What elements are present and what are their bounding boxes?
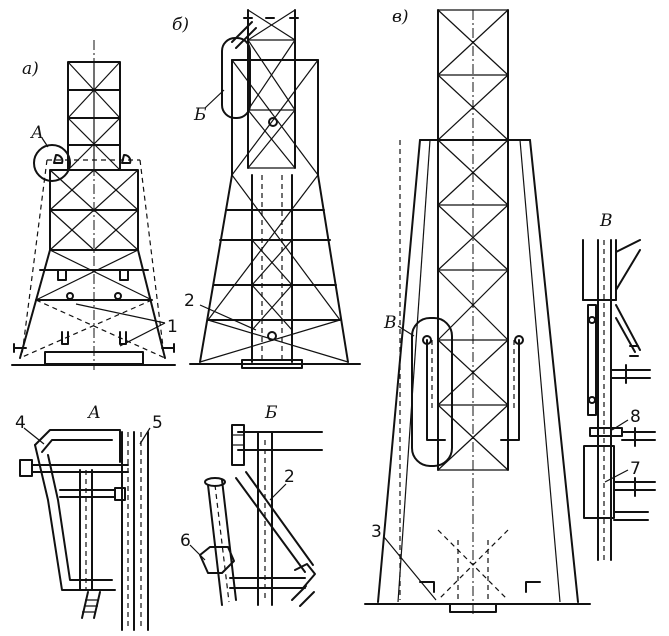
detail-a <box>19 427 151 631</box>
callout-number-8: 8 <box>630 407 641 427</box>
panel-a-tower <box>11 40 176 370</box>
label-callout-a: А <box>30 123 44 143</box>
callout-number-3: 3 <box>371 522 382 542</box>
callout-number-2-detail-b: 2 <box>284 467 295 487</box>
label-panel-a: а) <box>22 59 39 79</box>
callout-number-7: 7 <box>630 459 641 479</box>
label-detail-b: Б <box>264 403 278 423</box>
callout-number-1: 1 <box>167 317 178 337</box>
panel-b-tower <box>189 9 361 369</box>
label-panel-v: в) <box>392 7 409 27</box>
label-detail-a: А <box>87 403 101 423</box>
panel-v-tower <box>364 9 591 615</box>
label-panel-b: б) <box>172 15 189 35</box>
label-callout-b: Б <box>193 105 207 125</box>
callout-number-4: 4 <box>15 413 26 433</box>
callout-number-2-panel-b: 2 <box>184 291 195 311</box>
detail-v <box>582 239 656 561</box>
detail-b <box>189 424 323 607</box>
callout-number-6: 6 <box>180 531 191 551</box>
label-callout-v: В <box>383 313 397 333</box>
callout-number-5: 5 <box>152 413 163 433</box>
label-detail-v: В <box>599 211 613 231</box>
